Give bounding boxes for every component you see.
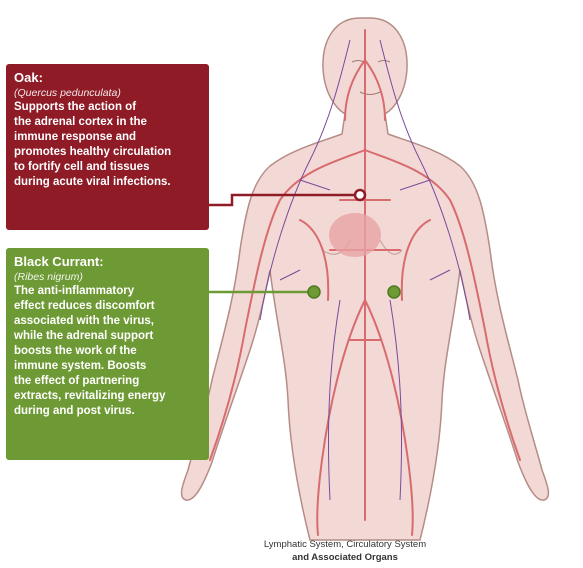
figure-caption: Lymphatic System, Circulatory System and… <box>215 538 475 564</box>
heart-organ <box>329 213 381 257</box>
currant-text-line: boosts the work of the <box>14 344 201 359</box>
currant-text-line: extracts, revitalizing energy <box>14 389 201 404</box>
oak-text-line: the adrenal cortex in the <box>14 115 201 130</box>
oak-text-line: Supports the action of <box>14 100 201 115</box>
heart-marker-icon <box>355 190 365 200</box>
currant-text-line: associated with the virus, <box>14 314 201 329</box>
oak-scientific-name: (Quercus pedunculata) <box>14 86 201 100</box>
currant-callout: Black Currant: (Ribes nigrum) The anti-i… <box>6 248 209 460</box>
currant-text-line: effect reduces discomfort <box>14 299 201 314</box>
currant-text-line: The anti-inflammatory <box>14 284 201 299</box>
oak-title: Oak: <box>14 70 201 86</box>
currant-title: Black Currant: <box>14 254 201 270</box>
currant-text-line: immune system. Boosts <box>14 359 201 374</box>
oak-text-line: promotes healthy circulation <box>14 145 201 160</box>
currant-scientific-name: (Ribes nigrum) <box>14 270 201 284</box>
adrenal-marker-icon <box>308 286 320 298</box>
oak-callout: Oak: (Quercus pedunculata) Supports the … <box>6 64 209 230</box>
currant-text-line: while the adrenal support <box>14 329 201 344</box>
oak-text-line: during acute viral infections. <box>14 175 201 190</box>
caption-line-2: and Associated Organs <box>215 551 475 564</box>
currant-text-line: the effect of partnering <box>14 374 201 389</box>
adrenal-marker-icon <box>388 286 400 298</box>
oak-text-line: immune response and <box>14 130 201 145</box>
caption-line-1: Lymphatic System, Circulatory System <box>215 538 475 551</box>
currant-text-line: during and post virus. <box>14 404 201 419</box>
oak-text-line: to fortify cell and tissues <box>14 160 201 175</box>
